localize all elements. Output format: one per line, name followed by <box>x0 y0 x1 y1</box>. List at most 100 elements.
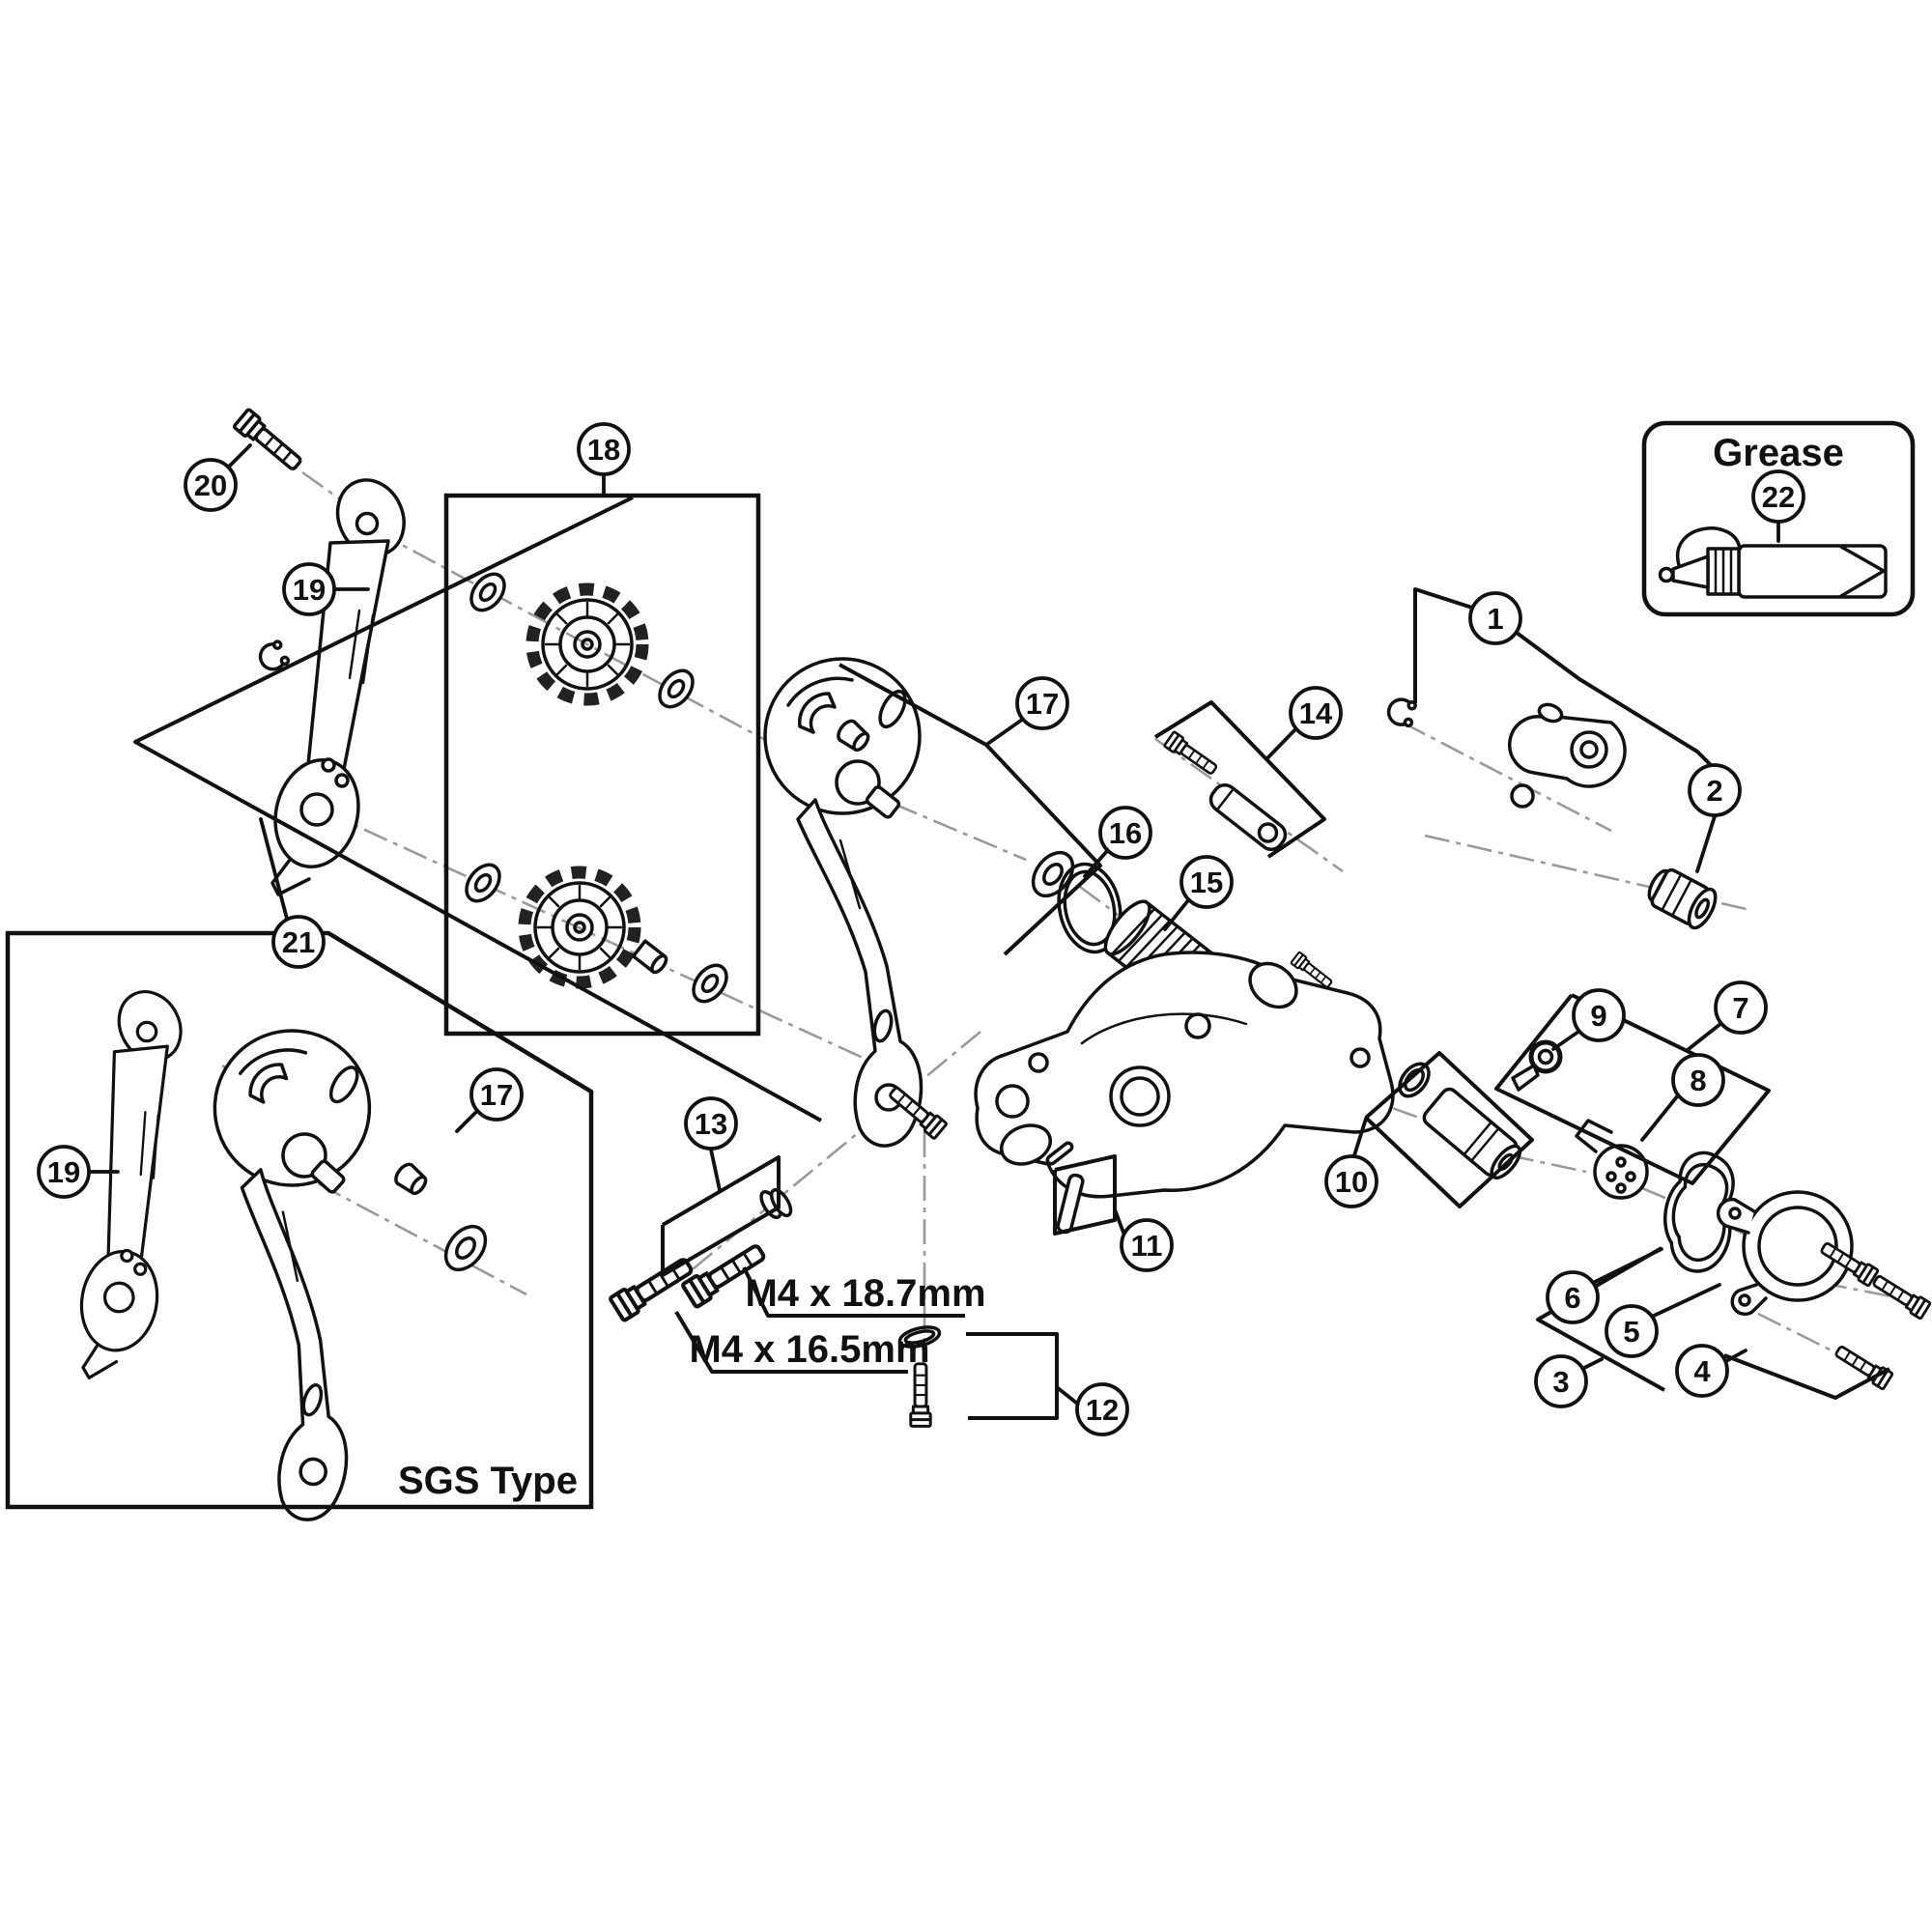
group-bracket <box>1153 700 1326 859</box>
inner-cage-plate-19 <box>262 468 418 896</box>
pulley-dust-cap <box>458 857 508 909</box>
grease-tube-22 <box>1658 526 1888 599</box>
callout-11: 11 <box>1120 1218 1174 1272</box>
bolt-length-short-label: M4 x 16.5mm <box>689 1328 929 1371</box>
sgs-type-label: SGS Type <box>398 1460 578 1502</box>
callout-leader <box>1352 1117 1368 1157</box>
callout-leader <box>709 1148 722 1192</box>
callout-18: 18 <box>577 422 631 476</box>
svg-text:19: 19 <box>47 1155 80 1189</box>
callout-17: 17 <box>469 1067 524 1122</box>
callout-leader <box>1163 898 1190 931</box>
callout-2: 2 <box>1688 763 1742 817</box>
tooth-washer-13 <box>759 1188 793 1220</box>
grease-box <box>1641 420 1916 617</box>
svg-text:19: 19 <box>293 573 326 607</box>
svg-text:21: 21 <box>282 925 315 959</box>
parts-layer <box>47 407 1932 1524</box>
group-bracket <box>133 496 822 1122</box>
bracket-axle-unit-1 <box>1508 702 1627 809</box>
callout-9: 9 <box>1572 988 1626 1042</box>
seal-ring-16 <box>1057 862 1122 954</box>
callout-leader <box>1687 1022 1722 1051</box>
callout-16: 16 <box>1098 806 1152 860</box>
svg-text:8: 8 <box>1690 1064 1706 1097</box>
plate-stop-bolt-20 <box>232 407 307 476</box>
group-bracket <box>1723 1353 1890 1400</box>
svg-text:14: 14 <box>1299 696 1333 730</box>
snap-ring-1 <box>1384 695 1418 729</box>
svg-text:2: 2 <box>1706 774 1722 808</box>
b-adjust-screw-2 <box>1647 867 1718 930</box>
svg-text:20: 20 <box>194 469 227 502</box>
svg-text:22: 22 <box>1762 480 1795 514</box>
callout-leader <box>1055 1385 1078 1405</box>
plate-washer-17 <box>1023 843 1083 905</box>
svg-text:5: 5 <box>1623 1315 1639 1349</box>
group-bracket <box>1413 587 1473 703</box>
callout-leader <box>1083 849 1109 878</box>
svg-text:15: 15 <box>1190 866 1223 899</box>
pulley-bushing <box>631 939 668 975</box>
callout-17: 17 <box>1015 676 1069 730</box>
pulley-dust-cap <box>651 663 701 715</box>
callout-15: 15 <box>1179 855 1234 909</box>
callout-leader <box>984 718 1024 747</box>
bracket-layer <box>133 496 1890 1420</box>
callout-3: 3 <box>1534 1354 1588 1408</box>
o-ring-12 <box>897 1325 942 1349</box>
callout-leader <box>1652 1283 1721 1318</box>
cable-fixing-link-14 <box>1208 782 1288 852</box>
svg-text:3: 3 <box>1552 1365 1569 1399</box>
callout-leader <box>1582 1357 1604 1370</box>
group-bracket <box>966 1332 1059 1420</box>
plate-axle-10 <box>1422 1087 1522 1179</box>
callout-22: 22 <box>1751 469 1805 524</box>
callout-leader <box>1695 814 1717 873</box>
callout-1: 1 <box>1468 591 1522 645</box>
callout-leader <box>1593 1247 1663 1284</box>
cam-unit-8 <box>1575 1119 1649 1200</box>
svg-text:17: 17 <box>480 1078 513 1112</box>
group-bracket <box>1536 1246 1665 1392</box>
group-bracket <box>661 1155 781 1277</box>
label-underline <box>742 1266 965 1318</box>
derailleur-body <box>974 951 1395 1199</box>
callout-8: 8 <box>1671 1053 1725 1107</box>
svg-text:13: 13 <box>695 1107 727 1141</box>
label-underline <box>674 1310 908 1374</box>
callout-5: 5 <box>1605 1304 1659 1358</box>
group-bracket <box>1053 1154 1117 1236</box>
svg-text:18: 18 <box>587 433 620 467</box>
pulley-dust-cap <box>685 957 735 1009</box>
svg-text:17: 17 <box>1026 687 1059 721</box>
cover-bolt-4 <box>1869 1270 1932 1321</box>
grease-label: Grease <box>1713 432 1844 474</box>
stop-ring-9 <box>1511 1039 1563 1092</box>
svg-text:11: 11 <box>1131 1229 1163 1263</box>
callout-10: 10 <box>1324 1154 1378 1208</box>
callout-7: 7 <box>1714 980 1768 1035</box>
sgs-outer-cage-plate <box>185 1023 379 1524</box>
callout-6: 6 <box>1546 1270 1600 1324</box>
callout-leader <box>1640 1094 1680 1142</box>
callout-leader <box>455 1109 479 1133</box>
svg-text:4: 4 <box>1693 1354 1711 1388</box>
cable-fixing-bolt-14 <box>1162 729 1221 780</box>
group-bracket <box>838 663 1102 956</box>
svg-text:9: 9 <box>1590 999 1606 1033</box>
svg-text:7: 7 <box>1732 991 1748 1025</box>
sgs-type-box <box>5 930 594 1510</box>
callout-21: 21 <box>271 915 326 969</box>
callout-leader <box>259 817 289 921</box>
svg-text:1: 1 <box>1487 602 1503 636</box>
callout-leader <box>1724 1349 1747 1363</box>
callout-leader <box>227 443 252 469</box>
bolt-length-long-label: M4 x 18.7mm <box>745 1272 985 1315</box>
svg-text:10: 10 <box>1335 1165 1368 1199</box>
callout-leader <box>1264 727 1297 761</box>
callout-19: 19 <box>37 1145 91 1199</box>
callout-leader <box>1113 1208 1125 1235</box>
